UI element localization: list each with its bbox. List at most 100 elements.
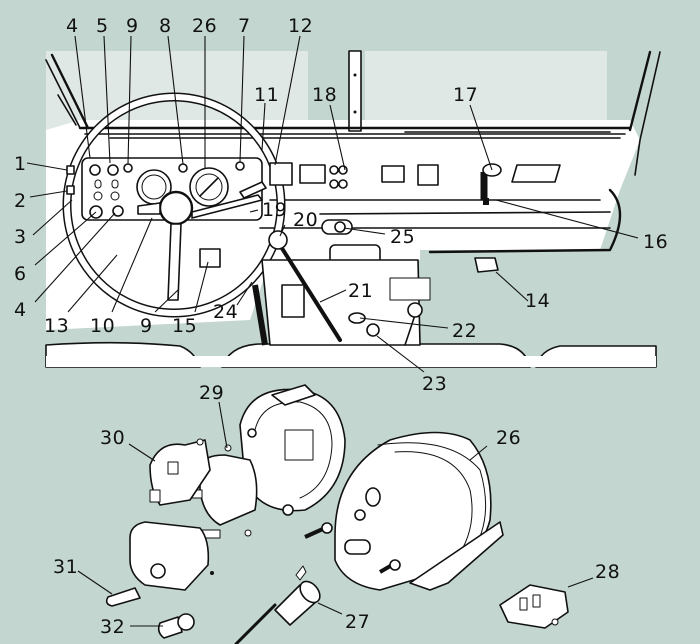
callout-11: 11: [254, 84, 279, 106]
leader-19: [249, 209, 259, 213]
cover-mount: [210, 571, 214, 575]
leader-31: [77, 570, 113, 595]
callout-2: 2: [14, 190, 27, 212]
leader-20: [279, 224, 286, 237]
centre-switch: [329, 165, 339, 175]
callout-9b: 9: [140, 315, 153, 337]
vent-left: [269, 162, 293, 186]
data-plate: [511, 164, 561, 183]
callout-24: 24: [213, 301, 238, 323]
steering-spoke-down: [167, 223, 182, 301]
callout-10: 10: [90, 315, 115, 337]
warning-light: [123, 163, 133, 173]
speedometer-cable-boss: [344, 539, 371, 555]
leader-7: [239, 35, 245, 163]
stabilizer-mount: [196, 438, 204, 446]
side-switch: [66, 165, 75, 175]
transfer-lever: [404, 314, 416, 346]
speedometer-stud-nut: [389, 559, 401, 571]
side-switch: [66, 185, 75, 195]
housing-clip: [271, 384, 316, 406]
callout-7: 7: [238, 15, 251, 37]
callout-27: 27: [345, 611, 370, 633]
leader-29: [218, 401, 228, 449]
leader-11: [261, 102, 266, 151]
speedometer-lamp-hole: [365, 487, 381, 507]
centre-switch: [338, 179, 348, 189]
a-pillar-left-edge: [45, 59, 81, 129]
lower-leader-lines: [77, 401, 594, 627]
upper-callouts: 4 5 9 8 26 7 12 11 18 17 1 2 3 6 4 13 10…: [14, 15, 668, 395]
cable-clip: [295, 565, 307, 581]
cable-end: [299, 580, 321, 604]
callout-22: 22: [452, 320, 477, 342]
callout-13: 13: [44, 315, 69, 337]
glovebox-latch: [381, 165, 405, 183]
leader-22: [359, 317, 449, 329]
leader-4b: [34, 212, 116, 303]
lever-switch: [112, 205, 124, 217]
connector-pin: [532, 594, 541, 608]
leader-12: [274, 35, 301, 166]
callout-9: 9: [126, 15, 139, 37]
a-pillar-left: [50, 53, 90, 130]
switch: [110, 191, 120, 201]
housing-screw-head: [321, 522, 333, 534]
leader-24: [236, 281, 253, 306]
post-rivet: [353, 73, 357, 77]
speedometer-bracket: [409, 521, 504, 591]
callout-26b: 26: [496, 427, 521, 449]
leader-30: [128, 443, 156, 462]
leader-3: [32, 199, 73, 236]
leader-28: [567, 577, 594, 588]
speedometer-cable: [234, 603, 277, 644]
vent-right: [417, 164, 439, 186]
diff-lock-knob: [366, 323, 380, 337]
callout-8: 8: [159, 15, 172, 37]
stabilizer-terminal: [167, 461, 179, 475]
housing-inner-ring: [254, 401, 333, 499]
centre-post: [348, 50, 362, 132]
leader-23: [376, 335, 425, 373]
callout-17: 17: [453, 84, 478, 106]
dash-end-cap: [428, 188, 622, 254]
callout-18: 18: [312, 84, 337, 106]
transfer-knob: [348, 312, 366, 324]
housing-stud: [282, 504, 294, 516]
housing-window: [284, 429, 314, 461]
a-pillar-right: [628, 50, 652, 132]
a-pillar-left-inner: [57, 94, 77, 126]
dashboard-view: [45, 50, 661, 368]
callout-20: 20: [293, 209, 318, 231]
upper-leader-lines: [26, 35, 639, 373]
a-pillar-right-edge: [634, 51, 661, 176]
steering-spoke-right: [191, 194, 263, 219]
callout-19: 19: [262, 199, 287, 221]
callout-29: 29: [199, 382, 224, 404]
speedometer-body: [334, 431, 492, 591]
steering-hub: [158, 190, 194, 226]
leader-4a: [74, 35, 91, 159]
leader-5: [103, 35, 111, 164]
leader-21: [319, 289, 347, 303]
callout-12: 12: [288, 15, 313, 37]
leader-9a: [127, 35, 132, 165]
exploded-view: [105, 384, 569, 644]
leader-2: [29, 190, 68, 198]
leader-1: [26, 162, 68, 171]
leader-15: [194, 261, 209, 313]
callout-26: 26: [192, 15, 217, 37]
pedal-box: [199, 248, 221, 268]
voltage-stabilizer: [149, 439, 211, 506]
post-rivet: [353, 110, 357, 114]
callout-14: 14: [525, 290, 550, 312]
housing-stud: [247, 428, 257, 438]
indicator-stalk: [239, 181, 267, 199]
callout-16: 16: [643, 231, 668, 253]
switch: [111, 179, 119, 189]
callout-30: 30: [100, 427, 125, 449]
callout-5: 5: [96, 15, 109, 37]
warning-light: [235, 161, 245, 171]
callout-4b: 4: [14, 299, 27, 321]
